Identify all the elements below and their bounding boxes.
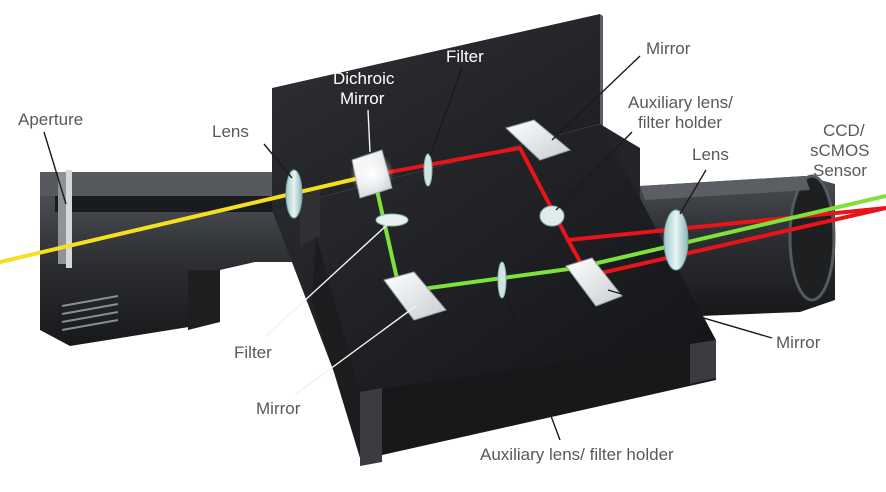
label-aux-top-line1: Auxiliary lens/ (628, 93, 733, 112)
label-lens-right: Lens (692, 145, 729, 164)
leader-aux-top (555, 131, 633, 211)
leader-aperture (43, 131, 67, 205)
top-mirror (505, 119, 572, 161)
label-aux-bottom: Auxiliary lens/ filter holder (480, 445, 674, 464)
leader-filter-top (429, 67, 463, 157)
top-filter (423, 153, 433, 187)
beam-green (374, 185, 886, 294)
bottom-auxiliary-holder (497, 261, 507, 299)
label-mirror-bottom-left: Mirror (256, 399, 301, 418)
beam-red (367, 146, 886, 242)
label-sensor-line3: Sensor (813, 161, 867, 180)
left-front-wall (312, 236, 360, 458)
left-tube-bore (55, 196, 300, 212)
left-filter (375, 213, 409, 227)
right-lens (663, 209, 689, 271)
leader-dichroic (367, 109, 371, 153)
leader-filter-left (265, 223, 389, 337)
label-dichroic-line1: Dichroic (333, 69, 395, 88)
main-enclosure (272, 14, 716, 466)
left-tube-step (188, 270, 220, 330)
aperture-plate (66, 170, 72, 268)
optical-components (285, 119, 689, 321)
label-aperture: Aperture (18, 110, 83, 129)
right-tube-top-face (640, 176, 810, 200)
sensor-port (788, 174, 836, 302)
right-tube-body (640, 176, 835, 316)
grip-groove (61, 303, 119, 315)
label-filter-left: Filter (234, 343, 272, 362)
dichroic-glow (350, 152, 394, 196)
label-aux-top-line2: filter holder (638, 113, 722, 132)
label-mirror-bottom-right: Mirror (776, 333, 821, 352)
grip-groove (61, 295, 119, 307)
grip-groove (61, 319, 119, 331)
bottom-left-mirror (383, 271, 447, 321)
leader-lens-right (679, 169, 707, 215)
beam-yellow (0, 174, 370, 264)
labels: Aperture Lens Dichroic Mirror Filter Mir… (18, 39, 870, 464)
label-mirror-top: Mirror (646, 39, 691, 58)
leader-lens-left (263, 143, 293, 179)
grip-groove (61, 311, 119, 323)
right-sensor-housing (640, 174, 836, 316)
label-dichroic-line2: Mirror (340, 89, 385, 108)
label-filter-top: Filter (446, 47, 484, 66)
left-tube-top-face (40, 172, 300, 196)
left-tube-body (40, 196, 300, 346)
front-lip (360, 340, 716, 460)
label-lens-left: Lens (212, 122, 249, 141)
leader-lines (43, 55, 773, 441)
leader-mirror-bottom-right (607, 289, 773, 339)
top-auxiliary-holder (539, 205, 565, 227)
label-sensor-line2: sCMOS (810, 141, 870, 160)
leader-mirror-top (551, 55, 641, 141)
left-lens (285, 169, 303, 219)
label-sensor-line1: CCD/ (823, 121, 865, 140)
bottom-right-mirror (565, 257, 623, 307)
leader-mirror-bottom-left (295, 305, 417, 395)
leader-aux-bottom (505, 295, 561, 441)
left-tube-housing (40, 170, 300, 346)
aperture-slit (58, 172, 68, 264)
